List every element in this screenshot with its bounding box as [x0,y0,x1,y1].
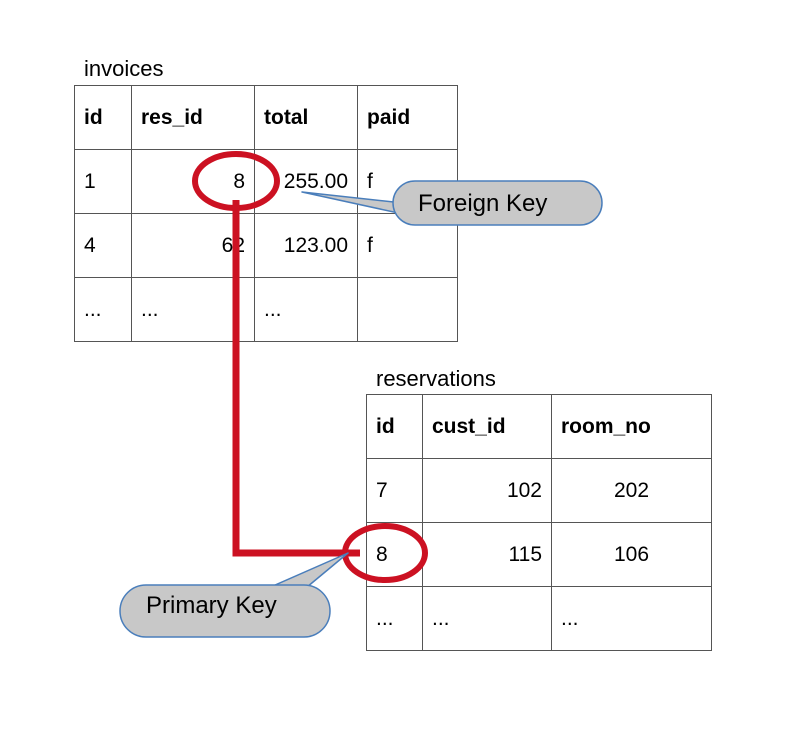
reservations-table-title: reservations [376,366,496,391]
cell-id: 7 [366,458,423,523]
cell-cust-id: 102 [422,458,552,523]
cell-id: 1 [74,149,132,214]
table-row: ... ... ... [366,586,712,651]
cell-room-no: 202 [551,458,712,523]
column-header-id: id [366,394,423,459]
table-header-row: id cust_id room_no [366,394,712,459]
cell-id: ... [366,586,423,651]
cell-id: ... [74,277,132,342]
reservations-table: id cust_id room_no 7 102 202 8 115 106 .… [366,394,712,651]
column-header-res-id: res_id [131,85,255,150]
table-row: ... ... ... [74,277,458,342]
table-row: 8 115 106 [366,522,712,587]
cell-paid: f [357,213,458,278]
cell-total: 123.00 [254,213,358,278]
cell-res-id: 62 [131,213,255,278]
cell-res-id: 8 [131,149,255,214]
table-row: 4 62 123.00 f [74,213,458,278]
column-header-paid: paid [357,85,458,150]
table-row: 1 8 255.00 f [74,149,458,214]
column-header-room-no: room_no [551,394,712,459]
column-header-total: total [254,85,358,150]
cell-cust-id: 115 [422,522,552,587]
invoices-table: id res_id total paid 1 8 255.00 f 4 62 1… [74,85,458,342]
cell-id: 4 [74,213,132,278]
cell-id: 8 [366,522,423,587]
cell-room-no: 106 [551,522,712,587]
primary-key-callout-label: Primary Key [146,592,277,619]
primary-key-callout-tail [247,552,349,598]
foreign-key-callout-label: Foreign Key [418,190,548,217]
cell-cust-id: ... [422,586,552,651]
table-header-row: id res_id total paid [74,85,458,150]
table-row: 7 102 202 [366,458,712,523]
cell-total: ... [254,277,358,342]
invoices-table-title: invoices [84,56,164,81]
cell-total: 255.00 [254,149,358,214]
cell-paid [357,277,458,342]
column-header-cust-id: cust_id [422,394,552,459]
column-header-id: id [74,85,132,150]
cell-room-no: ... [551,586,712,651]
cell-res-id: ... [131,277,255,342]
